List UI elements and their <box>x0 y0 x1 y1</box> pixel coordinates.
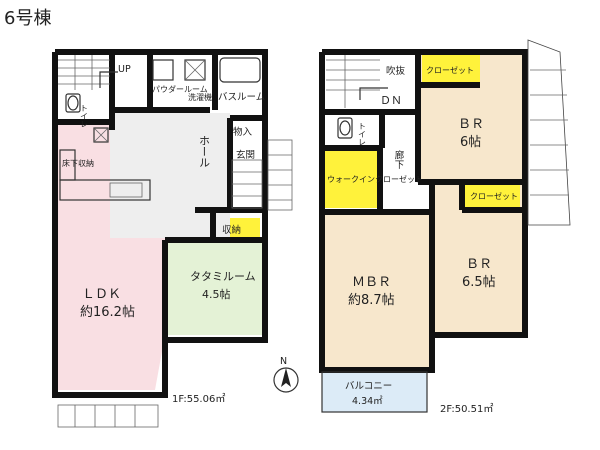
label-closet2: クローゼット <box>470 191 518 201</box>
toilet-2f <box>337 117 353 139</box>
closet1-bg <box>422 55 480 83</box>
building-title: 6号棟 <box>4 8 51 29</box>
label-br1-size: 6帖 <box>460 135 481 150</box>
mbr-room <box>322 213 432 368</box>
label-mbr-size: 約8.7帖 <box>348 293 395 308</box>
compass-icon: N <box>273 356 299 393</box>
label-dn: ＤＮ <box>380 94 402 107</box>
label-toilet-2f: トイレ <box>358 122 367 146</box>
wic-bg <box>325 148 377 208</box>
bathtub <box>219 57 261 83</box>
porch <box>267 139 293 211</box>
toilet-1f <box>65 93 81 113</box>
entrance-floor <box>231 159 263 209</box>
label-storage: 収納 <box>222 224 241 236</box>
deck <box>57 404 159 428</box>
stairs-1f <box>58 55 118 90</box>
washer-box <box>184 59 206 81</box>
label-tatami-size: 4.5帖 <box>202 288 231 301</box>
label-ldk: ＬＤＫ <box>82 287 121 302</box>
roof-slope <box>527 39 571 226</box>
label-br1: ＢＲ <box>458 117 484 132</box>
floor2-plan: 吹抜 ＤＮ トイレ 廊下 クローゼット ＢＲ 6帖 ウォークインクローゼット ク… <box>319 39 571 415</box>
label-mbr: ＭＢＲ <box>352 275 391 290</box>
balcony-bg <box>322 372 427 412</box>
balcony-outline <box>321 371 428 413</box>
label-br2-size: 6.5帖 <box>462 275 496 290</box>
label-underfloor: 床下収納 <box>62 158 94 168</box>
closet2-bg <box>465 182 520 208</box>
label-balcony-size: 4.34㎡ <box>352 396 383 407</box>
label-washer: 洗濯機 <box>188 92 212 102</box>
label-entrance: 玄関 <box>236 149 255 161</box>
label-powder-room: パウダールーム <box>152 84 208 94</box>
label-up: UP <box>118 64 131 75</box>
floor1-plan: UP トイレ パウダールーム 洗濯機 バスルーム ホール 物入 玄関 床下収納 … <box>52 49 293 428</box>
label-void: 吹抜 <box>386 65 406 77</box>
label-hall: ホール <box>198 135 211 168</box>
floor2-area: 2F:50.51㎡ <box>440 403 493 415</box>
label-tatami: タタミルーム <box>190 270 256 283</box>
label-storage-small: 物入 <box>233 126 253 138</box>
washbasin <box>152 59 174 81</box>
label-toilet-1f: トイレ <box>80 104 89 128</box>
label-corridor: 廊下 <box>393 149 405 170</box>
label-closet1: クローゼット <box>426 65 474 75</box>
fridge-box <box>93 127 109 143</box>
label-ldk-size: 約16.2帖 <box>80 305 135 320</box>
kitchen-counter <box>59 149 151 201</box>
label-wic: ウォークインクローゼット <box>327 174 423 184</box>
floor1-area: 1F:55.06㎡ <box>172 393 225 405</box>
stairs-2f <box>326 55 388 108</box>
label-balcony: バルコニー <box>345 381 392 392</box>
label-br2: ＢＲ <box>466 257 492 272</box>
compass-label: N <box>280 356 287 367</box>
tatami-room <box>168 243 265 335</box>
label-bath: バスルーム <box>218 92 265 103</box>
